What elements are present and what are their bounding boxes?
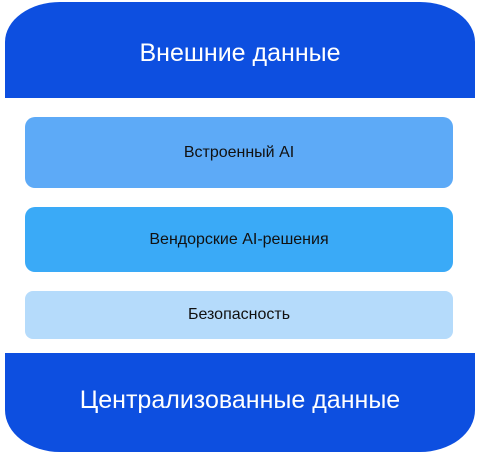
centralized-data-label: Централизованные данные [79, 386, 401, 414]
vendor-ai-solutions-label: Вендорские AI-решения [149, 230, 329, 248]
centralized-data-band: Централизованные данные [5, 353, 475, 452]
security-layer: Безопасность [25, 291, 453, 339]
external-data-band: Внешние данные [5, 2, 475, 98]
embedded-ai-label: Встроенный AI [183, 143, 295, 161]
vendor-ai-solutions-layer: Вендорские AI-решения [25, 207, 453, 272]
embedded-ai-layer: Встроенный AI [25, 117, 453, 188]
external-data-label: Внешние данные [139, 38, 341, 67]
security-label: Безопасность [187, 306, 291, 323]
